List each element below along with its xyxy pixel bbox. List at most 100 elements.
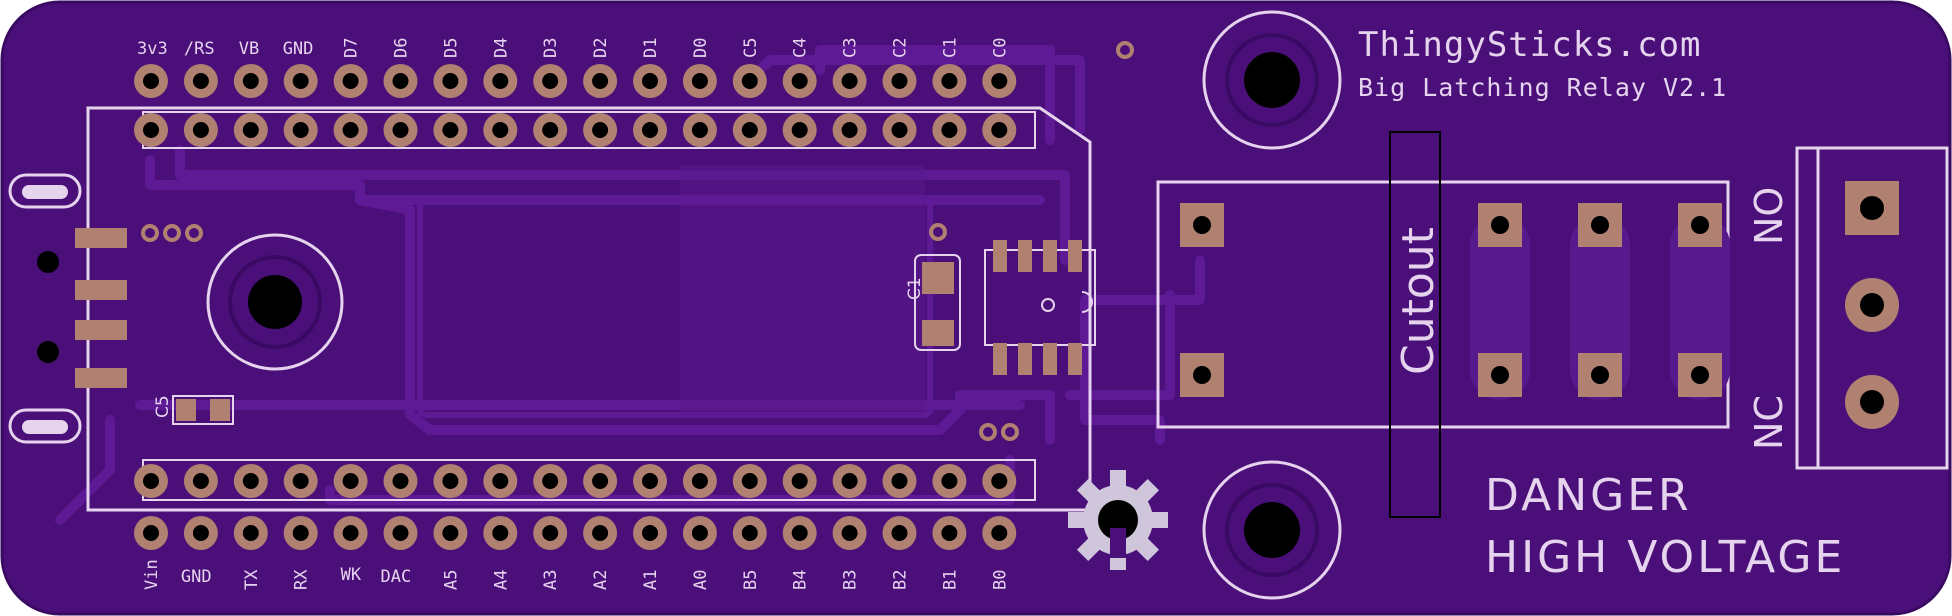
header-pin: [583, 464, 618, 498]
header-pin: [882, 516, 917, 550]
header-pin: [383, 113, 418, 147]
header-pin: [882, 113, 917, 147]
screw-terminal-block: NO NC: [1747, 146, 1949, 470]
header-pin: [633, 113, 667, 147]
driver-ic-soic8: [984, 240, 1096, 375]
danger-warning: DANGER: [1485, 470, 1692, 521]
bottom-pin-label: B0: [990, 570, 1010, 590]
terminal-pin: [1845, 278, 1899, 332]
relay-pin: [1678, 203, 1722, 247]
top-pin-label: /RS: [184, 39, 215, 59]
module-mounting-hole-icon: [206, 233, 344, 371]
usb-shell-slot-top: [22, 185, 68, 199]
header-pin: [982, 113, 1017, 147]
header-pin: [183, 464, 218, 498]
header-pin: [832, 516, 867, 550]
bottom-pin-label: Vin: [142, 559, 162, 590]
header-pin: [233, 113, 268, 147]
relay-pin: [1678, 353, 1722, 397]
header-pin: [383, 464, 418, 498]
bottom-pin-label: B3: [841, 570, 861, 590]
header-pin: [533, 464, 568, 498]
header-pin: [283, 464, 318, 498]
header-pin: [333, 516, 368, 550]
usb-pad: [75, 280, 127, 300]
usb-pad: [75, 320, 127, 340]
usb-pad: [75, 368, 127, 388]
header-pin: [583, 64, 618, 98]
header-pin: [383, 516, 418, 550]
high-voltage-warning: HIGH VOLTAGE: [1485, 532, 1845, 583]
relay-pin: [1180, 353, 1224, 397]
top-pin-label: D0: [691, 38, 711, 58]
header-pin: [283, 64, 318, 98]
header-pin: [283, 113, 318, 147]
via: [979, 423, 997, 441]
header-pin: [233, 64, 268, 98]
top-inner-header-pins: [134, 113, 1017, 147]
relay-pin: [1578, 353, 1622, 397]
top-pin-label: GND: [283, 39, 314, 59]
bottom-inner-header-pins: [134, 464, 1017, 498]
usb-shell-pad-top: [8, 173, 82, 209]
header-pin: [134, 464, 168, 498]
header-pin: [782, 113, 817, 147]
via: [141, 224, 159, 242]
bottom-pin-label: A0: [691, 570, 711, 590]
bottom-pin-label: TX: [242, 569, 262, 590]
header-pin: [233, 516, 268, 550]
top-pin-label: C3: [841, 38, 861, 58]
header-pin: [134, 113, 168, 147]
feather-module-silkscreen: [86, 106, 1092, 512]
header-pin: [433, 516, 468, 550]
top-pin-label: D3: [541, 38, 561, 58]
via: [1001, 423, 1019, 441]
bottom-pin-label: B1: [940, 570, 960, 590]
top-pin-label: D4: [491, 38, 511, 58]
header-pin: [982, 516, 1017, 550]
module-outline-trace: [417, 197, 933, 418]
board-title: ThingySticks.com: [1358, 25, 1702, 65]
usb-shell-slot-bottom: [22, 420, 68, 434]
header-pin: [583, 516, 618, 550]
top-pin-label: D2: [591, 38, 611, 58]
top-pin-label: C1: [940, 38, 960, 58]
header-pin: [183, 516, 218, 550]
header-pin: [483, 464, 518, 498]
header-pin: [283, 516, 318, 550]
bottom-pin-label: GND: [181, 567, 212, 587]
header-pin: [732, 464, 767, 498]
header-pin: [932, 113, 967, 147]
top-pin-label: D6: [392, 38, 412, 58]
header-pin: [882, 464, 917, 498]
header-pin: [782, 464, 817, 498]
via: [1116, 41, 1134, 59]
relay-pin: [1478, 203, 1522, 247]
header-pin: [732, 113, 767, 147]
bottom-pin-label: WK: [341, 565, 362, 585]
bottom-header-pins: [134, 516, 1017, 550]
terminal-pin: [1845, 181, 1899, 235]
header-pin: [333, 113, 368, 147]
header-pin: [932, 64, 967, 98]
header-pin: [533, 113, 568, 147]
bottom-pin-label: A3: [541, 570, 561, 590]
top-pin-label: VB: [239, 39, 259, 59]
header-pin: [433, 464, 468, 498]
header-pin: [433, 64, 468, 98]
header-pin: [882, 64, 917, 98]
header-pin: [832, 64, 867, 98]
header-pin: [682, 64, 717, 98]
header-pin: [732, 64, 767, 98]
header-pin: [682, 113, 717, 147]
top-pin-label: D7: [342, 38, 362, 58]
header-pin: [134, 516, 168, 550]
header-pin: [682, 464, 717, 498]
terminal-pin: [1845, 375, 1899, 429]
header-pin: [483, 516, 518, 550]
latching-relay-footprint: Cutout: [1156, 131, 1730, 518]
header-pin: [832, 113, 867, 147]
bottom-pin-label: B5: [741, 570, 761, 590]
via: [185, 224, 203, 242]
